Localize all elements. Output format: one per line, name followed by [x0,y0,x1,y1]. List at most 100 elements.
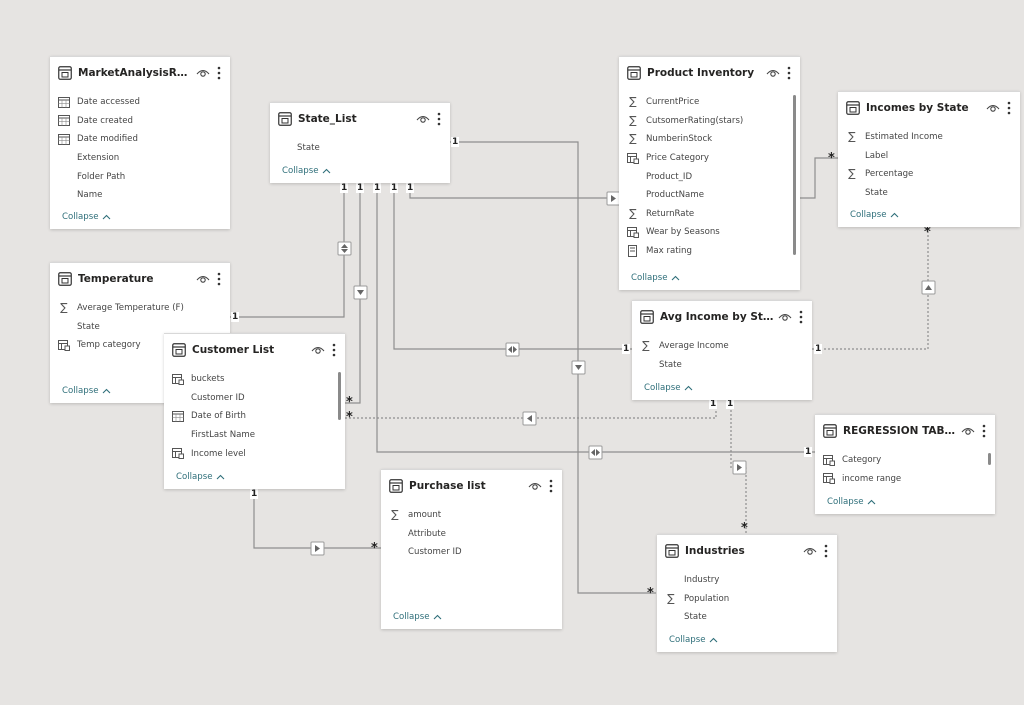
collapse-button[interactable]: Collapse [62,212,111,222]
field-row[interactable]: ∑Average Temperature (F) [50,299,230,318]
collapse-button[interactable]: Collapse [850,210,899,220]
field-row[interactable]: Product_ID [619,167,800,186]
field-row[interactable]: Date of Birth [164,407,345,426]
field-row[interactable]: State [270,139,450,158]
more-options-icon[interactable] [548,479,554,493]
calculated-column-icon [172,373,184,385]
filter-marker-left [522,411,537,426]
field-row[interactable]: ∑ReturnRate [619,205,800,224]
field-row[interactable]: Customer ID [381,543,562,562]
field-row[interactable]: Label [838,147,1020,166]
field-row[interactable]: State [657,608,837,627]
field-row[interactable]: Income level [164,444,345,463]
eye-icon[interactable] [778,312,792,322]
collapse-button[interactable]: Collapse [282,166,331,176]
table-header[interactable]: Purchase list [381,470,562,502]
eye-icon[interactable] [986,103,1000,113]
more-options-icon[interactable] [786,66,792,80]
field-row[interactable]: State [838,184,1020,203]
field-row[interactable]: ∑NumberinStock [619,130,800,149]
field-row[interactable]: ∑Population [657,590,837,609]
more-options-icon[interactable] [331,343,337,357]
filter-marker-up [921,280,936,295]
field-row[interactable]: Attribute [381,525,562,544]
field-row[interactable]: Industry [657,571,837,590]
field-name: Estimated Income [865,132,943,143]
field-row[interactable]: ∑CurrentPrice [619,93,800,112]
field-row[interactable]: income range [815,470,995,489]
field-row[interactable]: Date accessed [50,93,230,112]
more-options-icon[interactable] [436,112,442,126]
field-row[interactable]: ∑Average Income [632,337,812,356]
eye-icon[interactable] [803,546,817,556]
field-row[interactable]: Category [815,451,995,470]
more-options-icon[interactable] [798,310,804,324]
field-row[interactable]: Temp category [50,336,230,355]
scrollbar[interactable] [338,372,341,420]
field-row[interactable]: ∑CutsomerRating(stars) [619,112,800,131]
more-options-icon[interactable] [823,544,829,558]
table-header[interactable]: Incomes by State [838,92,1020,124]
eye-icon[interactable] [961,426,975,436]
field-row[interactable]: buckets [164,370,345,389]
eye-icon[interactable] [311,345,325,355]
table-header[interactable]: State_List [270,103,450,135]
table-card-marketanalysis[interactable]: MarketAnalysisRepor...Date accessedDate … [50,56,230,229]
collapse-button[interactable]: Collapse [62,386,111,396]
field-row[interactable]: Price Category [619,149,800,168]
field-row[interactable]: ∑Percentage [838,165,1020,184]
rel-avg-industries [730,410,747,535]
field-row[interactable]: Max rating [619,242,800,261]
table-header[interactable]: Temperature [50,263,230,295]
eye-icon[interactable] [416,114,430,124]
collapse-button[interactable]: Collapse [669,635,718,645]
more-options-icon[interactable] [1006,101,1012,115]
more-options-icon[interactable] [216,66,222,80]
field-row[interactable]: Customer ID [164,389,345,408]
field-row[interactable]: Folder Path [50,167,230,186]
eye-icon[interactable] [766,68,780,78]
collapse-button[interactable]: Collapse [827,497,876,507]
field-row[interactable]: Date created [50,112,230,131]
table-header[interactable]: REGRESSION TABLE [815,415,995,447]
table-title: Incomes by State [866,102,969,114]
table-header[interactable]: Product Inventory [619,57,800,89]
field-row[interactable]: State [50,318,230,337]
field-row[interactable]: Extension [50,149,230,168]
field-row[interactable]: ∑Estimated Income [838,128,1020,147]
field-row[interactable]: FirstLast Name [164,426,345,445]
scrollbar[interactable] [988,453,991,465]
field-row[interactable]: Name [50,186,230,205]
table-header[interactable]: Industries [657,535,837,567]
eye-icon[interactable] [196,274,210,284]
more-options-icon[interactable] [981,424,987,438]
table-card-product-inventory[interactable]: Product Inventory ∑CurrentPrice∑CutsomerR… [619,56,800,290]
field-name: Price Category [646,153,709,164]
table-header[interactable]: MarketAnalysisRepor... [50,57,230,89]
table-header[interactable]: Customer List [164,334,345,366]
field-row[interactable]: ProductName [619,186,800,205]
eye-icon[interactable] [528,481,542,491]
scrollbar[interactable] [793,95,796,255]
collapse-button[interactable]: Collapse [644,383,693,393]
field-row[interactable]: Wear by Seasons [619,223,800,242]
collapse-button[interactable]: Collapse [393,612,442,622]
field-name: Name [77,190,103,201]
collapse-button[interactable]: Collapse [176,472,225,482]
field-row[interactable]: State [632,356,812,375]
eye-icon[interactable] [196,68,210,78]
field-row[interactable]: ∑amount [381,506,562,525]
collapse-button[interactable]: Collapse [631,273,680,283]
field-row[interactable]: Date modified [50,130,230,149]
table-header[interactable]: Avg Income by State [632,301,812,333]
more-options-icon[interactable] [216,272,222,286]
